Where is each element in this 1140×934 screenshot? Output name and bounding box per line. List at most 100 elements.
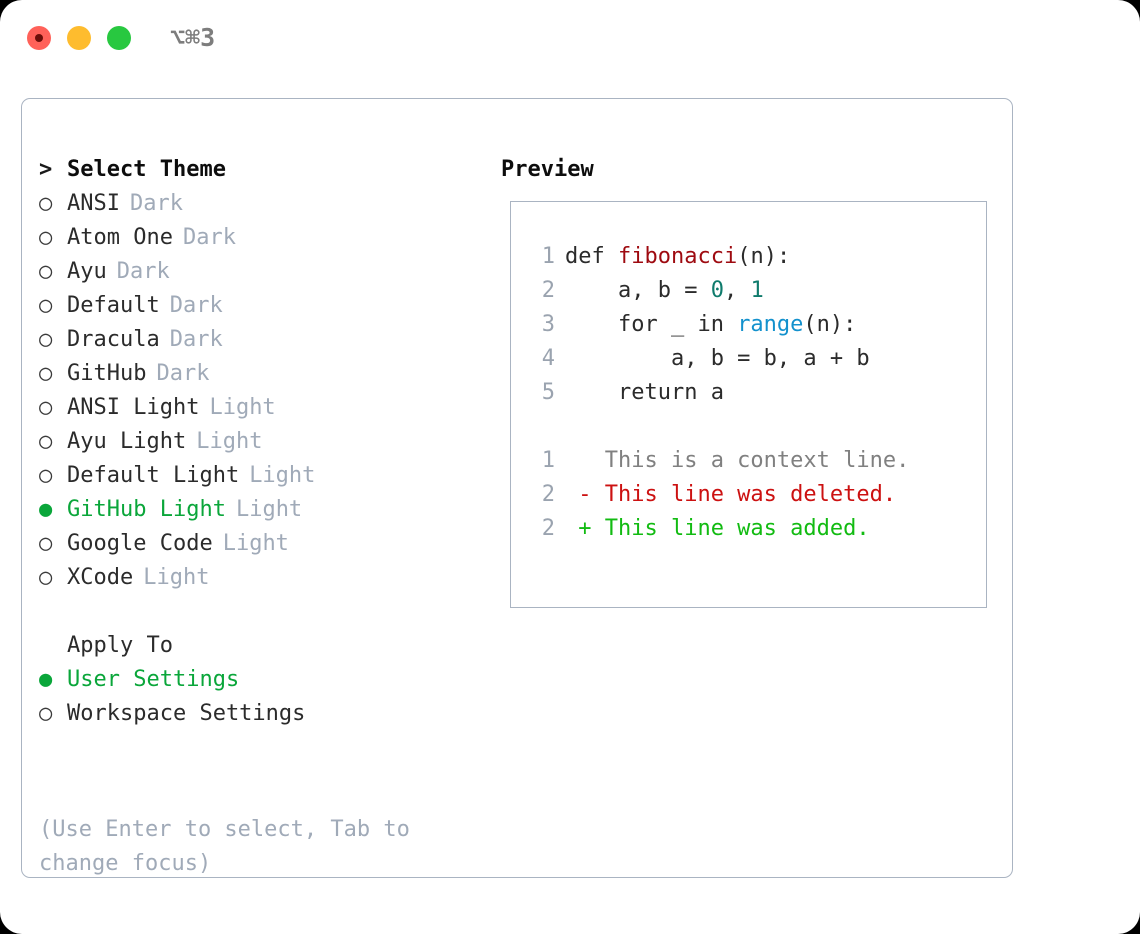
code-token: fibonacci [617, 244, 738, 269]
section-spacer [39, 595, 499, 629]
apply-option-list: ●User Settings ○ Workspace Settings [39, 663, 499, 731]
code-token: - This line was deleted. [565, 482, 897, 507]
maximize-window-icon[interactable] [107, 26, 131, 50]
code-token: , [723, 278, 751, 303]
radio-unselected-icon[interactable]: ○ [39, 361, 53, 386]
code-line: 2 a, b = 0, 1 [525, 274, 980, 308]
code-blank-line [525, 410, 980, 444]
theme-option-row[interactable]: ○ Ayu Dark [39, 255, 499, 289]
code-token: range [737, 312, 804, 337]
line-number: 5 [541, 380, 555, 405]
code-line: 4 a, b = b, a + b [525, 342, 980, 376]
theme-variant-tag: Light [196, 429, 263, 454]
code-token: for _ in [565, 312, 738, 337]
code-token: (n): [803, 312, 857, 337]
diff-line: 1 This is a context line. [525, 444, 980, 478]
apply-option-label: Workspace Settings [67, 701, 306, 726]
section-title: Select Theme [67, 157, 226, 182]
theme-option-row[interactable]: ○ ANSI Light Light [39, 391, 499, 425]
code-token: 0 [710, 278, 724, 303]
title-bar: ⌥⌘3 [0, 0, 1140, 78]
theme-option-row[interactable]: ○ Atom One Dark [39, 221, 499, 255]
theme-variant-tag: Dark [169, 293, 223, 318]
radio-unselected-icon[interactable]: ○ [39, 259, 53, 284]
theme-option-label: Dracula [67, 327, 160, 352]
radio-unselected-icon[interactable]: ○ [39, 191, 53, 216]
radio-unselected-icon[interactable]: ○ [39, 463, 53, 488]
theme-variant-tag: Dark [116, 259, 170, 284]
line-number: 4 [541, 346, 555, 371]
theme-variant-tag: Light [249, 463, 316, 488]
keyboard-hint: (Use Enter to select, Tab to change focu… [39, 817, 410, 876]
apply-option-row[interactable]: ●User Settings [39, 663, 499, 697]
theme-variant-tag: Dark [182, 225, 236, 250]
line-number: 2 [541, 516, 555, 541]
radio-unselected-icon[interactable]: ○ [39, 429, 53, 454]
theme-option-label: Default [67, 293, 160, 318]
theme-option-label: Google Code [67, 531, 213, 556]
theme-variant-tag: Dark [129, 191, 183, 216]
close-window-icon[interactable] [27, 26, 51, 50]
line-number: 2 [541, 278, 555, 303]
theme-variant-tag: Light [222, 531, 289, 556]
caret-icon: > [39, 157, 53, 182]
radio-selected-icon[interactable]: ● [39, 497, 53, 522]
radio-unselected-icon[interactable]: ○ [39, 531, 53, 556]
line-number: 3 [541, 312, 555, 337]
theme-variant-tag: Dark [156, 361, 210, 386]
radio-unselected-icon[interactable]: ○ [39, 327, 53, 352]
theme-option-row[interactable]: ● GitHub Light Light [39, 493, 499, 527]
radio-unselected-icon[interactable]: ○ [39, 565, 53, 590]
theme-option-row[interactable]: ○ Dracula Dark [39, 323, 499, 357]
theme-option-row[interactable]: ○ Ayu Light Light [39, 425, 499, 459]
radio-selected-icon[interactable]: ● [39, 667, 53, 692]
line-number: 1 [541, 448, 555, 473]
preview-title: Preview [501, 157, 594, 182]
code-token: 1 [750, 278, 764, 303]
theme-option-label: XCode [67, 565, 134, 590]
theme-option-row[interactable]: ○ Default Light Light [39, 459, 499, 493]
radio-unselected-icon[interactable]: ○ [39, 701, 53, 726]
radio-unselected-icon[interactable]: ○ [39, 293, 53, 318]
theme-variant-tag: Light [235, 497, 303, 522]
code-line: 3 for _ in range(n): [525, 308, 980, 342]
code-token: a, b = [565, 278, 711, 303]
theme-option-label: Atom One [67, 225, 173, 250]
theme-option-label: Default Light [67, 463, 240, 488]
theme-variant-tag: Dark [169, 327, 223, 352]
section-title-apply: Apply To [67, 633, 173, 658]
code-token: a, b = b, a + b [565, 346, 870, 371]
theme-option-row[interactable]: ○ Google Code Light [39, 527, 499, 561]
theme-option-label: ANSI Light [67, 395, 200, 420]
theme-option-row[interactable]: ○ XCode Light [39, 561, 499, 595]
select-theme-heading: > Select Theme [39, 153, 499, 187]
theme-option-label: Ayu Light [67, 429, 187, 454]
window-title: ⌥⌘3 [170, 23, 216, 52]
radio-unselected-icon[interactable]: ○ [39, 225, 53, 250]
theme-option-label: GitHub Light [67, 497, 226, 522]
code-token: return a [565, 380, 724, 405]
theme-option-row[interactable]: ○ Default Dark [39, 289, 499, 323]
code-token: (n): [737, 244, 791, 269]
diff-line: 2 + This line was added. [525, 512, 980, 546]
radio-unselected-icon[interactable]: ○ [39, 395, 53, 420]
apply-option-row[interactable]: ○ Workspace Settings [39, 697, 499, 731]
code-token: This is a context line. [565, 448, 910, 473]
code-token: + This line was added. [565, 516, 870, 541]
blank-marker [39, 629, 67, 663]
theme-option-label: Ayu [67, 259, 107, 284]
minimize-window-icon[interactable] [67, 26, 91, 50]
theme-variant-tag: Light [209, 395, 276, 420]
diff-line: 2 - This line was deleted. [525, 478, 980, 512]
theme-variant-tag: Light [143, 565, 210, 590]
